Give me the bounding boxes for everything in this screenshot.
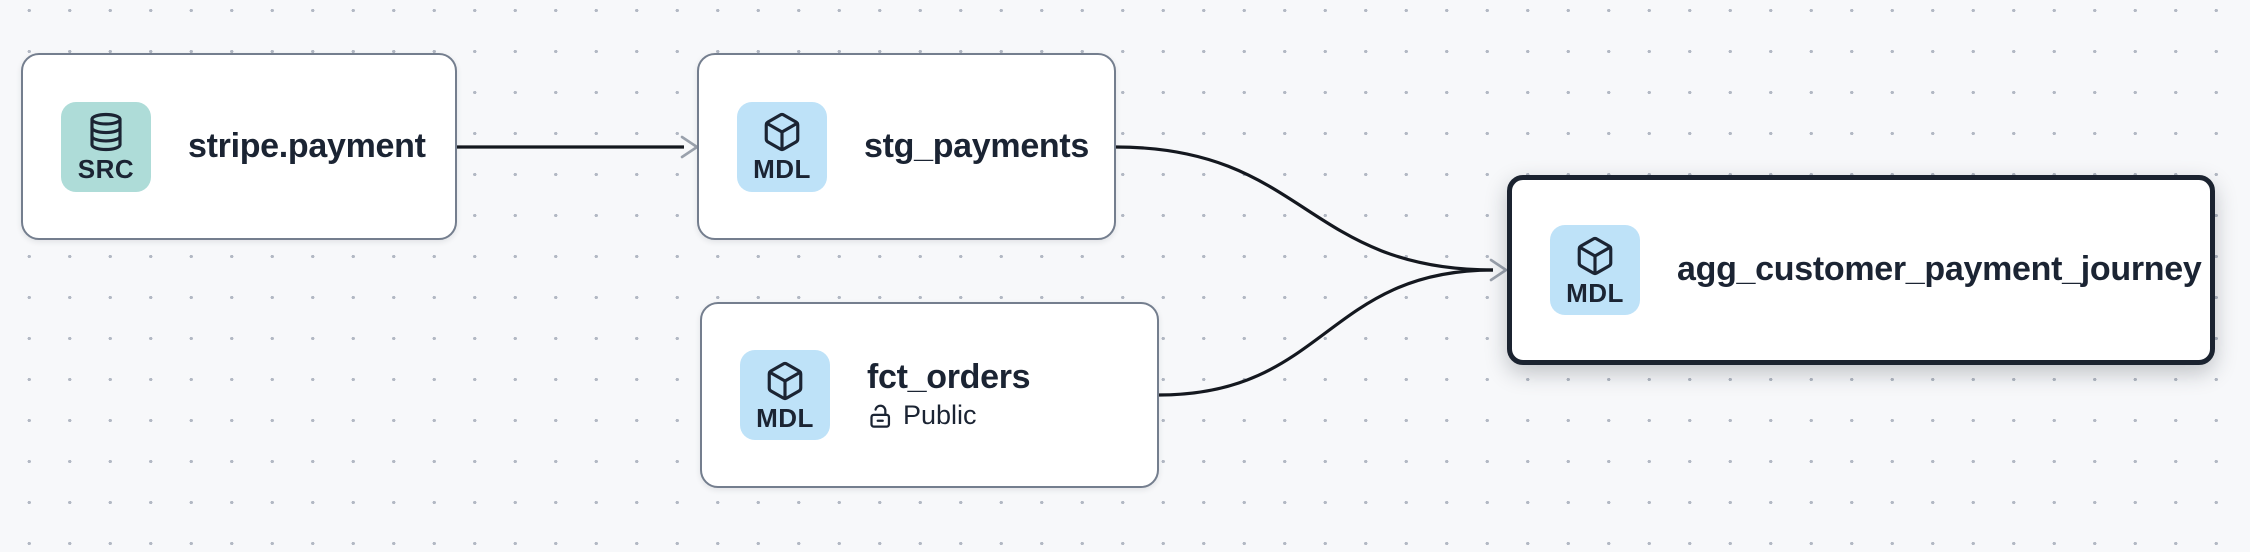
model-type-badge: MDL bbox=[737, 101, 827, 192]
node-title: stg_payments bbox=[864, 126, 1090, 165]
visibility-row: Public bbox=[867, 401, 1030, 431]
cube-icon bbox=[1577, 236, 1613, 275]
database-icon bbox=[90, 112, 122, 152]
edge-fct-orders-to-agg-customer-payment-journey[interactable] bbox=[1158, 268, 1494, 397]
badge-label: MDL bbox=[753, 154, 811, 184]
arrowhead-icon bbox=[1489, 258, 1508, 282]
node-agg-customer-payment-journey[interactable]: MDL agg_customer_payment_journey bbox=[1507, 175, 2215, 365]
badge-label: MDL bbox=[756, 402, 814, 433]
node-stripe-payment[interactable]: SRC stripe.payment bbox=[21, 53, 457, 240]
model-type-badge: MDL bbox=[740, 350, 830, 440]
badge-label: SRC bbox=[77, 154, 135, 184]
node-stg-payments[interactable]: MDL stg_payments bbox=[697, 53, 1116, 240]
node-title: fct_orders bbox=[867, 357, 1031, 396]
cube-icon bbox=[767, 361, 803, 400]
lock-open-icon bbox=[870, 404, 891, 428]
node-fct-orders[interactable]: MDL fct_orders Public bbox=[700, 302, 1159, 488]
source-type-badge: SRC bbox=[61, 101, 151, 192]
node-title: agg_customer_payment_journey bbox=[1677, 250, 2202, 289]
edge-stg-payments-to-agg-customer-payment-journey[interactable] bbox=[1115, 145, 1494, 272]
model-type-badge: MDL bbox=[1550, 225, 1640, 315]
arrowhead-icon bbox=[680, 135, 699, 159]
node-title: stripe.payment bbox=[188, 126, 426, 165]
cube-icon bbox=[764, 112, 800, 152]
visibility-label: Public bbox=[903, 400, 977, 431]
badge-label: MDL bbox=[1566, 277, 1624, 308]
